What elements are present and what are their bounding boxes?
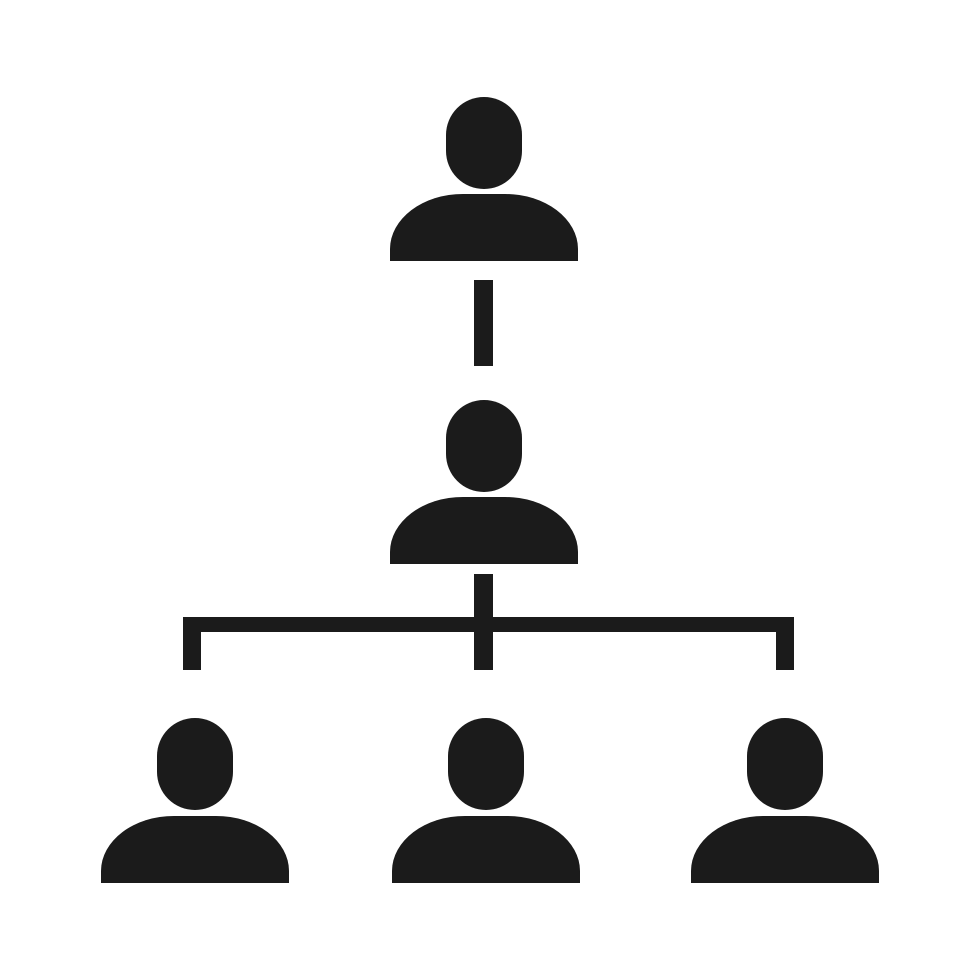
person-body [691,816,879,883]
person-icon-top [390,97,578,261]
connector-left-drop [183,617,201,670]
connector-branch [183,574,794,670]
person-head [448,718,524,810]
person-head [446,97,522,189]
connector-right-drop [776,617,794,670]
person-body [392,816,580,883]
person-icon-bottom-right [691,718,879,883]
person-icon-middle [390,400,578,564]
connector-top-to-middle [474,280,493,366]
person-head [747,718,823,810]
person-icon-bottom-center [392,718,580,883]
person-icon-bottom-left [101,718,289,883]
person-body [390,194,578,261]
person-head [157,718,233,810]
person-head [446,400,522,492]
person-body [390,497,578,564]
person-body [101,816,289,883]
connector-horizontal-bar [183,617,794,632]
